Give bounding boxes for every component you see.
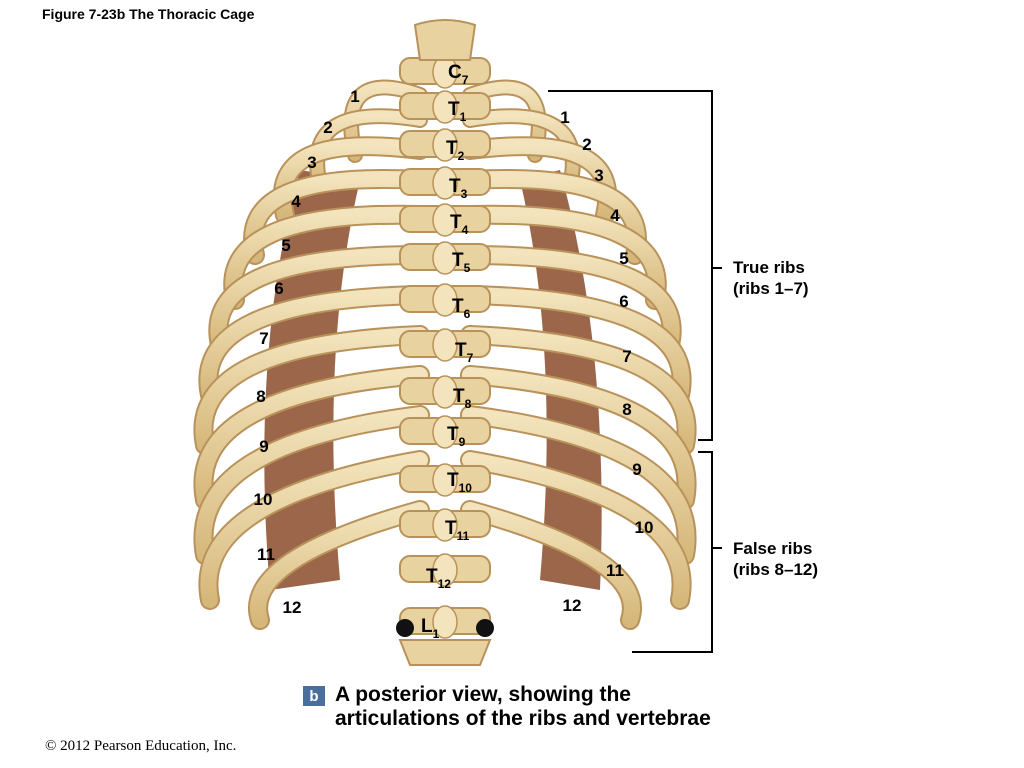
rib-right-10-fill (462, 407, 695, 563)
rib-label-right-10: 10 (635, 518, 654, 537)
rib-label-right-2: 2 (582, 135, 591, 154)
spinous-process-1 (432, 90, 458, 124)
true-ribs-label: True ribs (ribs 1–7) (733, 258, 809, 298)
rib-right-6-fill (462, 247, 680, 353)
vertebra-label-T1: T1 (448, 99, 467, 124)
rib-label-left-4: 4 (291, 192, 301, 211)
vertebra-label-T3: T3 (449, 176, 468, 201)
rib-right-5-fill (462, 206, 665, 308)
false-ribs-bracket (632, 451, 722, 653)
foramen-right (476, 619, 494, 637)
rib-left-7-fill (200, 287, 428, 403)
vertebra-label-T6: T6 (452, 296, 471, 321)
spinous-process-8 (432, 375, 458, 409)
rib-left-5-fill (225, 206, 428, 308)
right-ribs (460, 79, 697, 630)
spinous-process-13 (432, 605, 458, 639)
rib-label-left-10: 10 (254, 490, 273, 509)
rib-left-6-fill (210, 247, 428, 353)
panel-badge: b (303, 686, 325, 706)
rib-label-right-7: 7 (622, 347, 631, 366)
spinous-process-3 (432, 166, 458, 200)
spinous-process-12 (432, 553, 458, 587)
rib-label-left-12: 12 (283, 598, 302, 617)
rib-label-left-11: 11 (257, 545, 275, 564)
vertebra-label-L1: L1 (421, 616, 440, 641)
rib-label-left-7: 7 (259, 329, 268, 348)
rib-label-right-12: 12 (563, 596, 582, 615)
figure-title: Figure 7-23b The Thoracic Cage (42, 6, 255, 22)
rib-right-9-fill (462, 367, 695, 508)
vertebra-label-T8: T8 (453, 386, 472, 411)
spinous-process-9 (432, 415, 458, 449)
spinous-process-10 (432, 463, 458, 497)
rib-right-2-fill (464, 110, 579, 191)
copyright-notice: © 2012 Pearson Education, Inc. (45, 738, 237, 754)
rib-label-right-9: 9 (632, 460, 641, 479)
vertebra-label-T4: T4 (450, 212, 469, 237)
spinous-process-11 (432, 508, 458, 542)
rib-label-left-6: 6 (274, 279, 283, 298)
spinous-process-6 (432, 283, 458, 317)
rib-label-right-4: 4 (610, 206, 620, 225)
vertebra-label-T10: T10 (447, 470, 472, 495)
rib-right-8-fill (462, 327, 695, 453)
rib-label-right-8: 8 (622, 400, 631, 419)
spinous-process-5 (432, 241, 458, 275)
rib-label-left-1: 1 (350, 87, 359, 106)
vertebral-column (396, 19, 494, 666)
rib-left-10-fill (195, 407, 428, 563)
rib-right-7-fill (462, 287, 690, 403)
rib-left-12-fill (250, 502, 428, 628)
caption-text: A posterior view, showing the articulati… (335, 683, 711, 730)
rib-left-1-fill (345, 81, 426, 161)
rib-label-right-6: 6 (619, 292, 628, 311)
vertebra-label-T5: T5 (452, 250, 471, 275)
rib-left-11-fill (200, 452, 428, 608)
false-ribs-label: False ribs (ribs 8–12) (733, 539, 819, 579)
rib-right-11-fill (462, 452, 690, 608)
rib-label-left-5: 5 (281, 236, 290, 255)
vertebra-label-T11: T11 (445, 518, 470, 543)
foramen-left (396, 619, 414, 637)
left-ribs (193, 79, 430, 630)
rib-label-left-3: 3 (307, 153, 316, 172)
lumbar-base (398, 639, 492, 666)
rib-left-2-fill (311, 110, 426, 191)
vertebra-label-T7: T7 (455, 340, 474, 365)
rib-right-12-fill (462, 502, 640, 628)
rib-right-1-fill (464, 81, 545, 161)
rib-label-right-3: 3 (594, 166, 603, 185)
vertebra-label-T2: T2 (446, 138, 465, 163)
true-ribs-bracket (548, 90, 722, 441)
vertebra-label-T9: T9 (447, 424, 466, 449)
rib-label-left-9: 9 (259, 437, 268, 456)
rib-label-right-5: 5 (619, 249, 628, 268)
rib-label-right-1: 1 (560, 108, 569, 127)
spinous-process-2 (432, 128, 458, 162)
figure-caption: b A posterior view, showing the articula… (303, 683, 711, 731)
rib-label-right-11: 11 (606, 561, 624, 580)
rib-left-9-fill (195, 367, 428, 508)
cervical-top (413, 19, 477, 61)
rib-label-left-2: 2 (323, 118, 332, 137)
vertebra-label-T12: T12 (426, 566, 451, 591)
rib-left-8-fill (195, 327, 428, 453)
spinous-process-4 (432, 203, 458, 237)
rib-label-left-8: 8 (256, 387, 265, 406)
spinous-process-7 (432, 328, 458, 362)
vertebra-label-C7: C7 (448, 62, 469, 87)
